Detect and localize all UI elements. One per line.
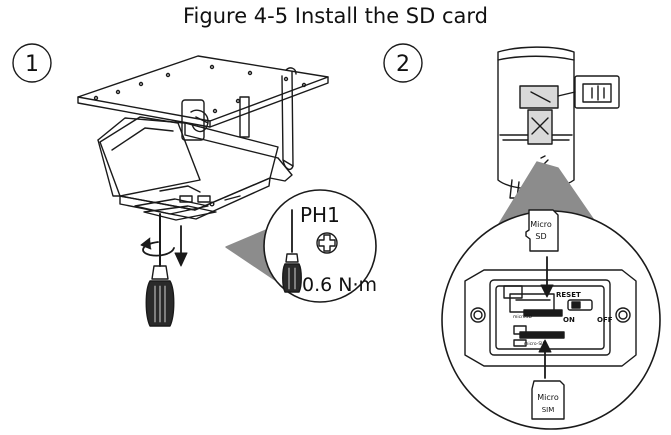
micro-sd-card [525,209,559,252]
screwdriver-bit-label: PH1 [300,203,340,227]
reset-label: RESET [556,291,581,299]
on-label: ON [563,316,575,324]
on-off-switch [567,299,593,311]
micro-sim-label-line2: SIM [542,406,555,414]
micro-sd-label-line1: Micro [530,220,552,229]
screwdriver [145,213,175,327]
step-2-number: 2 [396,52,410,77]
torque-label: 0.6 N·m [302,274,377,296]
camera-body-illustration [497,46,620,199]
down-arrow [174,225,188,267]
sim-card-slot [513,325,565,347]
micro-sd-label-line2: SD [535,232,546,241]
figure-title: Figure 4-5 Install the SD card [183,4,488,28]
sd-slot-label: microSD [513,314,532,320]
sim-insert-arrow [538,339,552,379]
step-1-number: 1 [25,52,39,77]
off-label: OFF [597,316,613,324]
sd-card-slot [503,285,563,317]
rotate-arrow [140,237,175,257]
tool-callout [225,189,377,303]
sim-slot-label: micro-SIM [524,341,547,347]
micro-sim-label-line1: Micro [537,393,559,402]
camera-mount-illustration [77,55,329,221]
step-2-badge [383,43,423,83]
micro-sim-card [531,380,565,420]
step-1-badge [12,43,52,83]
sd-insert-arrow [540,256,554,298]
